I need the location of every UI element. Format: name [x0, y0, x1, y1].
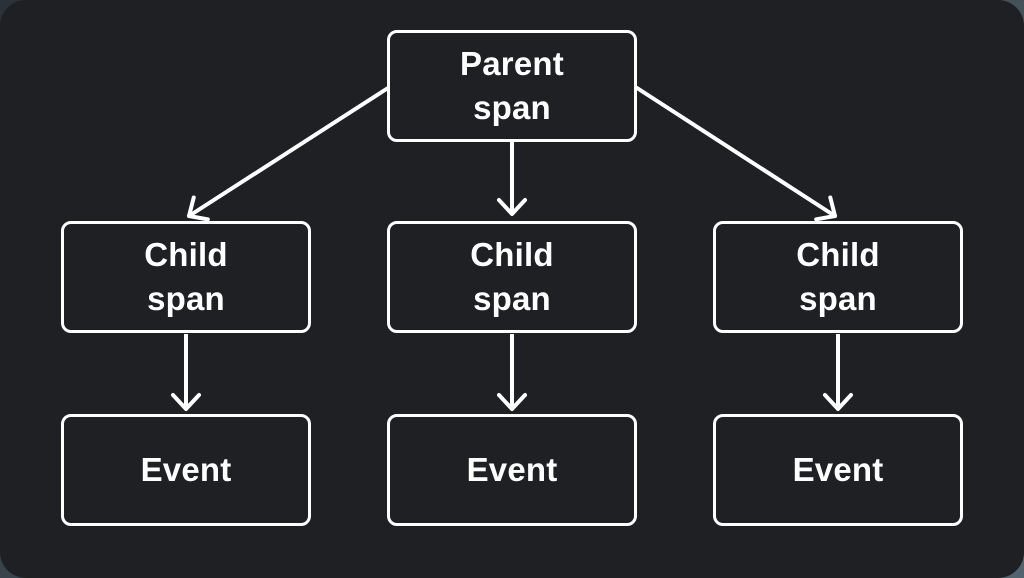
node-label-line: span — [147, 280, 225, 317]
node-label-line: Child — [796, 236, 880, 273]
node-label-line: Event — [792, 451, 884, 488]
node-event-2: Event — [387, 414, 637, 526]
node-event-1: Event — [61, 414, 311, 526]
node-child-span-3-label: Child span — [796, 233, 879, 321]
node-label-line: Child — [144, 236, 228, 273]
node-label-line: span — [473, 89, 551, 126]
node-parent-span: Parent span — [387, 30, 637, 142]
node-event-3-label: Event — [793, 448, 884, 492]
node-label-line: span — [799, 280, 877, 317]
edge-parent-to-child-1 — [187, 86, 390, 222]
node-child-span-2-label: Child span — [470, 233, 553, 321]
node-child-span-1-label: Child span — [144, 233, 227, 321]
node-child-span-1: Child span — [61, 221, 311, 333]
node-child-span-2: Child span — [387, 221, 637, 333]
node-child-span-3: Child span — [713, 221, 963, 333]
edge-parent-to-child-3 — [635, 86, 837, 222]
node-label-line: Child — [470, 236, 554, 273]
node-event-1-label: Event — [141, 448, 232, 492]
node-label-line: Parent — [460, 45, 564, 82]
node-label-line: Event — [140, 451, 232, 488]
node-event-3: Event — [713, 414, 963, 526]
node-label-line: Event — [466, 451, 558, 488]
node-label-line: span — [473, 280, 551, 317]
node-parent-span-label: Parent span — [460, 42, 564, 130]
node-event-2-label: Event — [467, 448, 558, 492]
